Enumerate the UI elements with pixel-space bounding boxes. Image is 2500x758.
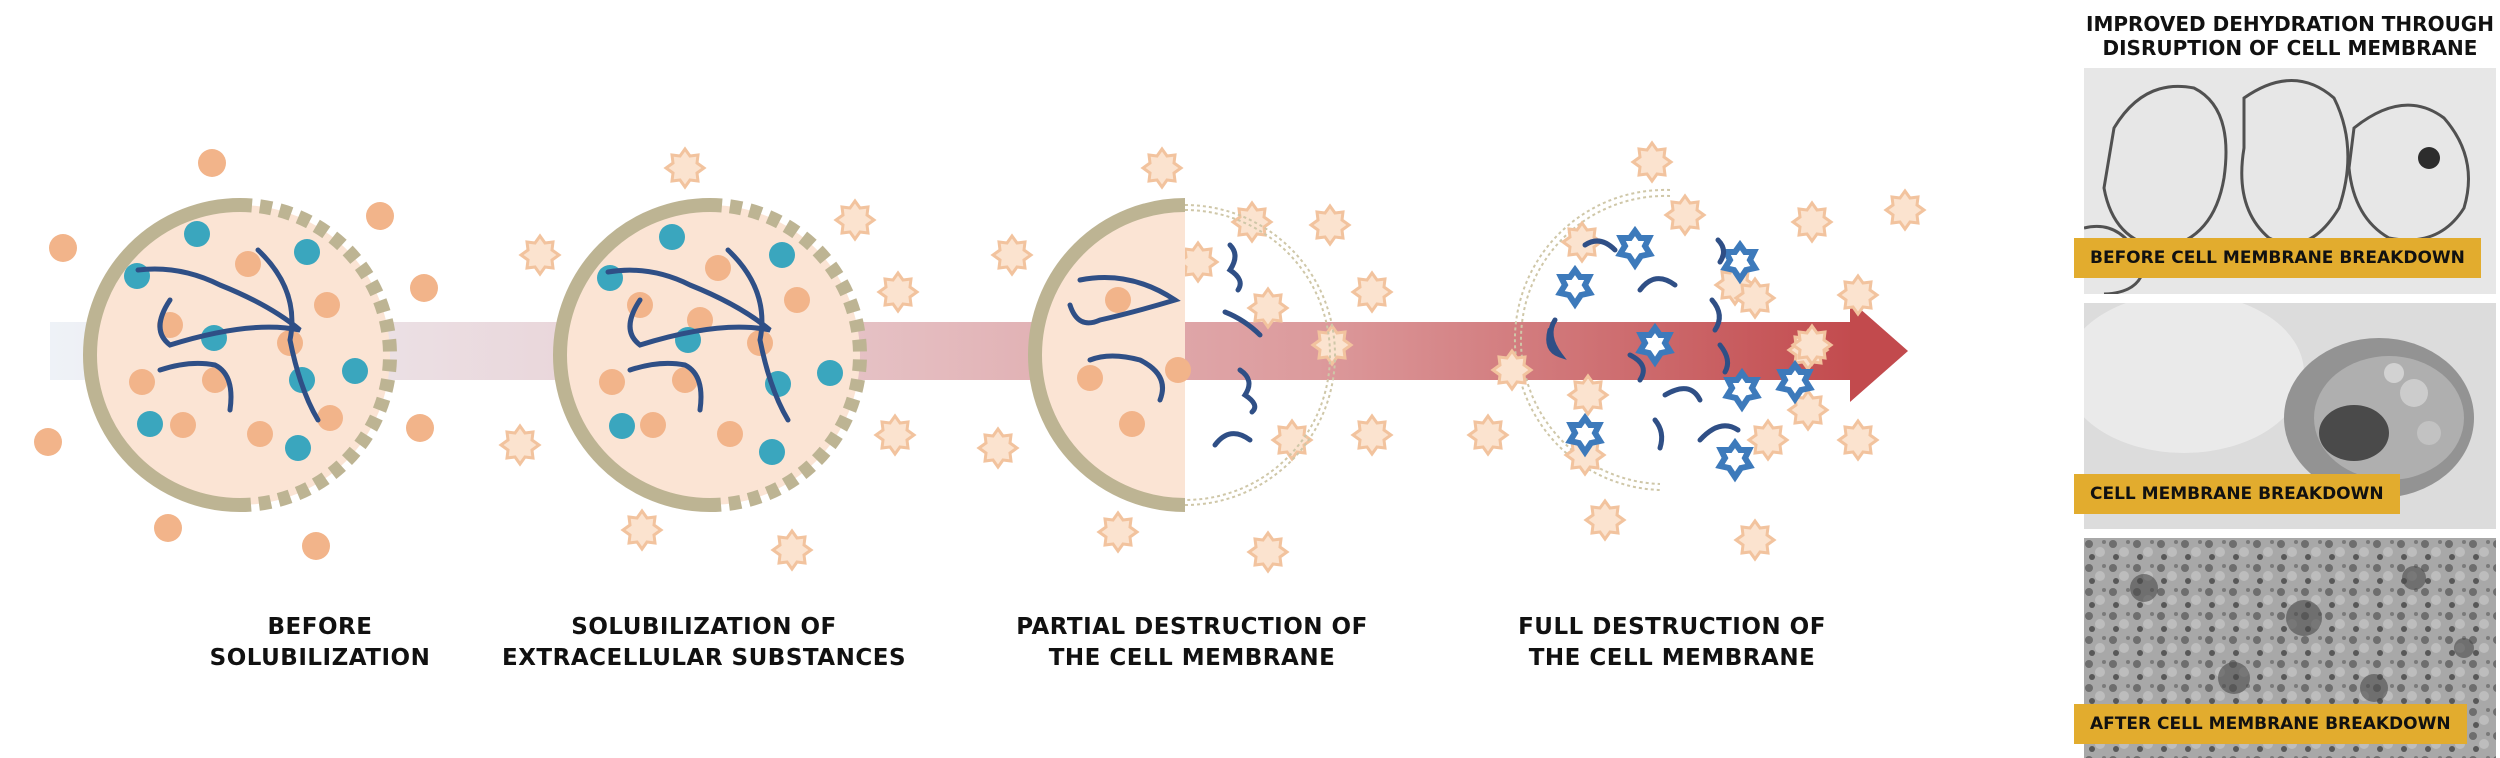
cell-membrane-dashed — [239, 198, 397, 512]
cell-membrane-dashed — [709, 198, 867, 512]
cell-body — [560, 205, 860, 505]
dna-strands — [1067, 242, 1263, 448]
panel-title-line: DISRUPTION OF CELL MEMBRANE — [2102, 36, 2478, 60]
stage-1-label: BEFORE SOLUBILIZATION — [40, 612, 600, 674]
micrograph-label-during: CELL MEMBRANE BREAKDOWN — [2074, 474, 2400, 514]
stage-label-line: SOLUBILIZATION — [209, 645, 431, 671]
cell-intact-stage-2 — [499, 147, 919, 571]
micrograph-label-before: BEFORE CELL MEMBRANE BREAKDOWN — [2074, 238, 2481, 278]
stage-label-line: FULL DESTRUCTION OF — [1518, 614, 1826, 640]
cell-full-destruction — [1467, 141, 1926, 561]
stage-3-label: PARTIAL DESTRUCTION OF THE CELL MEMBRANE — [912, 612, 1472, 674]
stage-2-label: SOLUBILIZATION OF EXTRACELLULAR SUBSTANC… — [424, 612, 984, 674]
dna-strands — [135, 247, 321, 423]
stage-label-line: SOLUBILIZATION OF — [571, 614, 837, 640]
stage-label-line: THE CELL MEMBRANE — [1528, 645, 1816, 671]
cell-membrane-solid — [1028, 198, 1186, 512]
cell-partial-destruction — [977, 147, 1393, 573]
membrane-remnant — [1513, 188, 1671, 491]
dna-strands — [605, 247, 791, 423]
inner-particles — [1077, 287, 1191, 437]
panel-title-line: IMPROVED DEHYDRATION THROUGH — [2086, 12, 2494, 36]
stage-label-line: BEFORE — [267, 614, 373, 640]
stage-label-line: PARTIAL DESTRUCTION OF — [1016, 614, 1368, 640]
cell-membrane-broken — [1184, 204, 1336, 506]
panel-title: IMPROVED DEHYDRATION THROUGH DISRUPTION … — [2080, 12, 2500, 60]
inner-particles — [129, 251, 343, 447]
micrograph-label-after: AFTER CELL MEMBRANE BREAKDOWN — [2074, 704, 2467, 744]
dna-strands — [1546, 237, 1741, 451]
cell-membrane-solid — [83, 198, 241, 512]
micrograph-during — [2084, 303, 2496, 529]
cell-membrane-solid — [553, 198, 711, 512]
stage-label-line: THE CELL MEMBRANE — [1048, 645, 1336, 671]
loose-particles — [34, 149, 438, 560]
stage-4-label: FULL DESTRUCTION OF THE CELL MEMBRANE — [1392, 612, 1952, 674]
cell-intact-stage-1 — [34, 149, 438, 560]
cell-body — [90, 205, 390, 505]
inner-particles — [599, 255, 810, 447]
stage-label-line: EXTRACELLULAR SUBSTANCES — [501, 645, 907, 671]
